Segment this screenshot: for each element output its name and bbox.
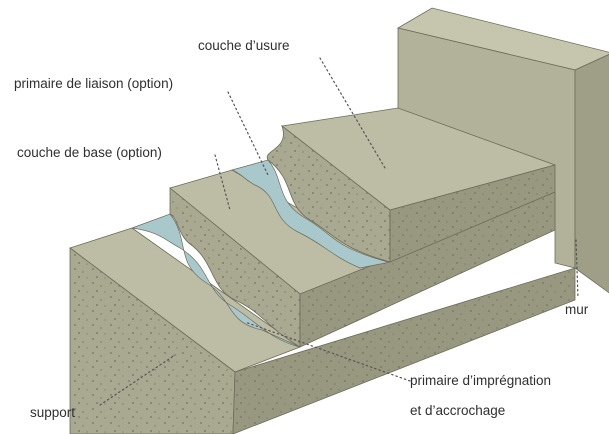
label-support: support — [30, 405, 76, 420]
label-primaire-impregnation-1: primaire d’imprégnation — [410, 373, 552, 388]
leader-mur — [575, 239, 579, 299]
leader-lines — [99, 57, 579, 406]
leader-couche-base — [214, 154, 231, 211]
label-primaire-liaison: primaire de liaison (option) — [14, 76, 174, 91]
label-couche-usure: couche d’usure — [198, 38, 290, 53]
leader-primaire-liaison — [227, 91, 269, 176]
support-right-speckle — [233, 268, 575, 434]
base-right-speckle — [300, 192, 555, 347]
leader-primaire-impregnation — [244, 321, 411, 382]
leader-support — [99, 354, 176, 406]
wear-front-speckle — [267, 126, 390, 262]
label-primaire-impregnation-2: et d’accrochage — [410, 403, 506, 418]
support-front-speckle — [70, 248, 235, 434]
label-couche-base: couche de base (option) — [17, 145, 162, 160]
wear-right-speckle — [390, 165, 555, 262]
primer-strip-base — [230, 159, 391, 269]
wall-side — [574, 53, 609, 294]
primer-strip-support — [131, 213, 301, 348]
leader-couche-usure — [319, 57, 386, 169]
label-mur: mur — [565, 302, 589, 317]
base-front-speckle — [170, 188, 300, 347]
